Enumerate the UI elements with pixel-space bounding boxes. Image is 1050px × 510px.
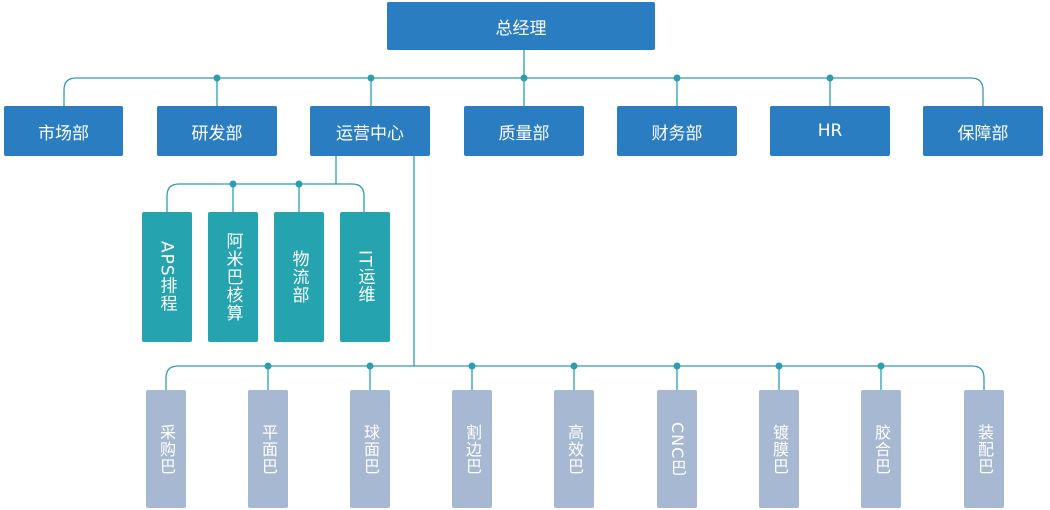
connector-dot bbox=[264, 362, 272, 370]
amoeba-unit-spherical: 球面巴 bbox=[350, 390, 390, 508]
dept-node-quality: 质量部 bbox=[464, 106, 584, 156]
dept-label: 市场部 bbox=[38, 123, 89, 144]
amoeba-unit-coating: 镀膜巴 bbox=[759, 390, 799, 508]
dept-label: 运营中心 bbox=[336, 123, 404, 144]
amoeba-unit-gluing: 胶合巴 bbox=[861, 390, 901, 508]
amoeba-unit-high-efficiency: 高效巴 bbox=[554, 390, 594, 508]
connector-dot bbox=[468, 362, 476, 370]
dept-label: 保障部 bbox=[957, 123, 1009, 144]
amoeba-unit-label: CNC巴 bbox=[668, 421, 687, 477]
amoeba-unit-label: 平面巴 bbox=[259, 423, 278, 475]
amoeba-unit-label: 胶合巴 bbox=[872, 423, 891, 475]
dept-node-support: 保障部 bbox=[923, 106, 1043, 156]
amoeba-unit-label: 采购巴 bbox=[157, 423, 176, 475]
connector-dot bbox=[366, 362, 374, 370]
amoeba-unit-label: 高效巴 bbox=[565, 423, 584, 475]
amoeba-unit-purchasing: 采购巴 bbox=[146, 390, 186, 508]
general-manager-label: 总经理 bbox=[495, 18, 547, 39]
amoeba-unit-edging: 割边巴 bbox=[452, 390, 492, 508]
connector-dot bbox=[775, 362, 783, 370]
connector-dot bbox=[877, 362, 885, 370]
connector-dot bbox=[367, 74, 375, 82]
dept-node-marketing: 市场部 bbox=[4, 106, 123, 156]
dept-node-rnd: 研发部 bbox=[157, 106, 277, 156]
connector-dot bbox=[673, 74, 681, 82]
ops-unit-label: 阿米巴核算 bbox=[222, 232, 243, 322]
amoeba-unit-label: 镀膜巴 bbox=[770, 423, 789, 475]
amoeba-unit-label: 割边巴 bbox=[463, 423, 482, 475]
ops-unit-it-operations: IT运维 bbox=[340, 212, 390, 342]
connector-dot bbox=[570, 362, 578, 370]
connector-dot bbox=[673, 362, 681, 370]
dept-node-finance: 财务部 bbox=[617, 106, 737, 156]
ops-unit-label: IT运维 bbox=[354, 250, 375, 304]
dept-label: HR bbox=[817, 121, 843, 141]
ops-unit-label: 物流部 bbox=[288, 250, 309, 304]
ops-unit-amoeba-accounting: 阿米巴核算 bbox=[208, 212, 258, 342]
amoeba-unit-label: 装配巴 bbox=[975, 423, 994, 475]
general-manager-node: 总经理 bbox=[387, 2, 655, 50]
connector-dot bbox=[229, 180, 237, 188]
amoeba-unit-label: 球面巴 bbox=[361, 423, 380, 475]
dept-label: 财务部 bbox=[651, 123, 703, 144]
ops-unit-label: APS排程 bbox=[156, 241, 177, 313]
ops-unit-aps-scheduling: APS排程 bbox=[142, 212, 192, 342]
amoeba-unit-cnc: CNC巴 bbox=[657, 390, 697, 508]
ops-unit-logistics: 物流部 bbox=[274, 212, 324, 342]
connector-dot bbox=[520, 74, 528, 82]
dept-label: 研发部 bbox=[191, 123, 243, 144]
amoeba-unit-assembly: 装配巴 bbox=[964, 390, 1004, 508]
connector-dot bbox=[826, 74, 834, 82]
dept-node-operations-center: 运营中心 bbox=[310, 106, 430, 156]
connector-dot bbox=[295, 180, 303, 188]
connector-dot bbox=[213, 74, 221, 82]
dept-node-hr: HR bbox=[770, 106, 890, 156]
dept-label: 质量部 bbox=[498, 123, 550, 144]
amoeba-unit-flat: 平面巴 bbox=[248, 390, 288, 508]
